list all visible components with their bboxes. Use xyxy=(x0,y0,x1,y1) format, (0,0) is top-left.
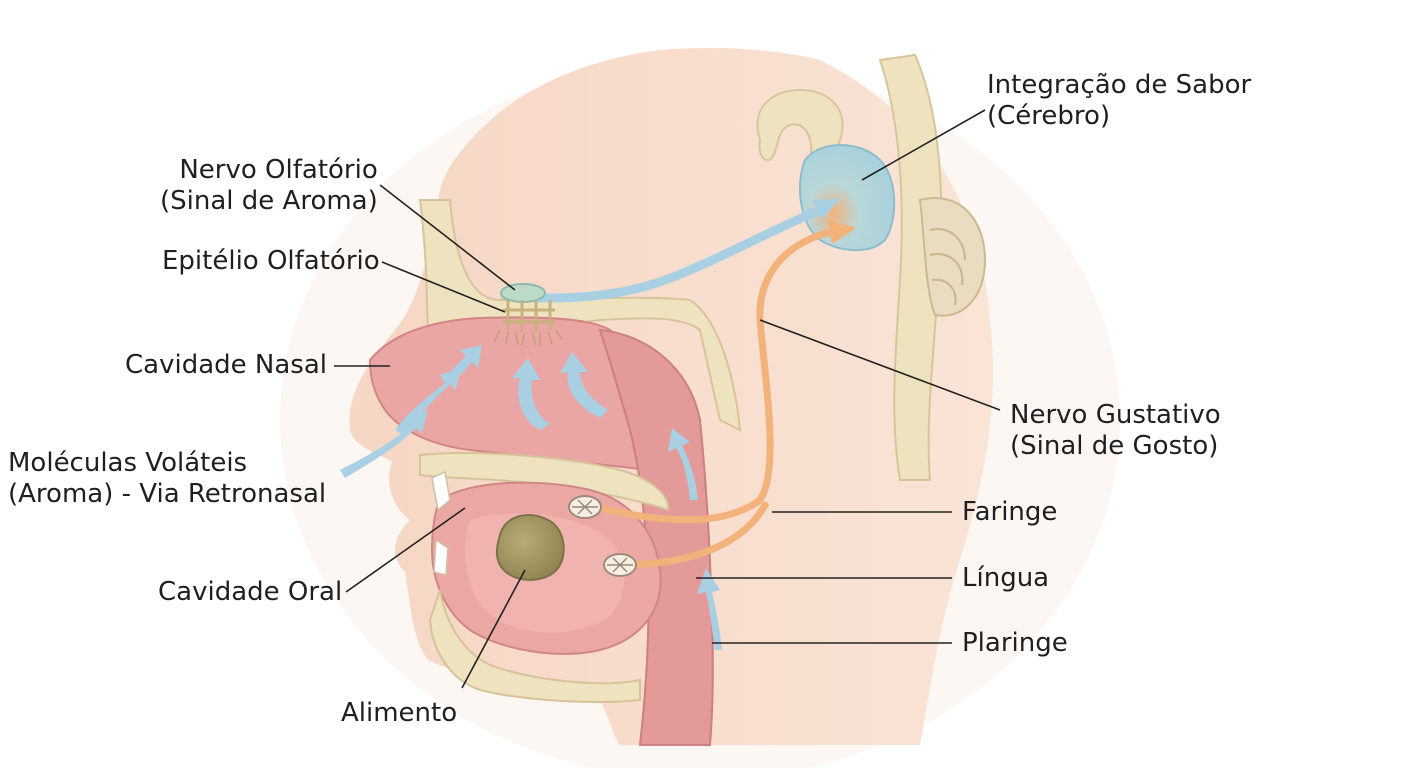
label-pharynx: Faringe xyxy=(962,497,1058,527)
label-brain-integration: Integração de Sabor (Cérebro) xyxy=(987,70,1252,131)
aroma-arrow-icon xyxy=(340,345,722,650)
olfactory-bulb xyxy=(500,283,546,303)
spine xyxy=(878,53,943,481)
label-food: Alimento xyxy=(341,698,458,728)
label-olfactory-epithelium: Epitélio Olfatório xyxy=(162,246,380,276)
label-gustatory-nerve: Nervo Gustativo (Sinal de Gosto) xyxy=(1010,400,1221,461)
pharynx-tissue xyxy=(598,328,714,746)
taste-bud-icon xyxy=(568,495,602,519)
label-oral-cavity: Cavidade Oral xyxy=(158,577,343,607)
label-nasal-cavity: Cavidade Nasal xyxy=(125,350,327,380)
leader-lines xyxy=(334,109,1001,689)
taste-bud-icon xyxy=(603,553,637,577)
food-bolus-icon xyxy=(495,514,565,581)
label-volatile-molecules: Moléculas Voláteis (Aroma) - Via Retrona… xyxy=(8,448,327,509)
label-olfactory-nerve: Nervo Olfatório (Sinal de Aroma) xyxy=(160,155,378,216)
olfactory-nerve-path xyxy=(500,205,825,303)
label-plaringe: Plaringe xyxy=(962,628,1068,658)
label-tongue: Língua xyxy=(962,563,1050,593)
gustatory-nerve-path xyxy=(596,228,834,524)
olfactory-epithelium xyxy=(503,300,555,332)
